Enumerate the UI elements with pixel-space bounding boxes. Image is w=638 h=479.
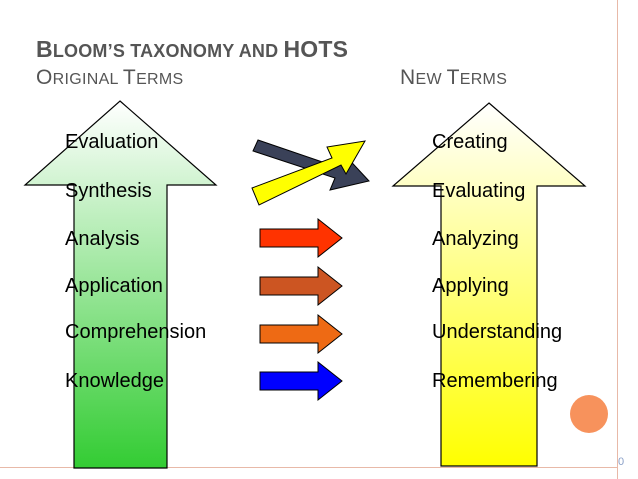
original-terms-heading-part: RIGINAL — [52, 71, 123, 88]
knowledge-to-remembering-arrow — [259, 360, 343, 402]
original-terms-up-arrow — [23, 100, 218, 469]
new-terms-heading-part: T — [446, 66, 460, 89]
new-term-creating: Creating — [432, 131, 508, 153]
new-terms-heading-part: EW — [415, 71, 447, 88]
slide-title-part: ’ — [107, 41, 113, 61]
new-term-applying: Applying — [432, 275, 509, 297]
accent-dot — [570, 395, 608, 433]
slide-title-part: HOTS — [283, 36, 349, 62]
new-terms-heading: NEW TERMS — [400, 66, 507, 90]
new-term-evaluating: Evaluating — [432, 180, 526, 202]
original-term-application: Application — [65, 275, 163, 297]
slide-frame-right-line — [617, 0, 618, 479]
original-term-synthesis: Synthesis — [65, 180, 152, 202]
slide-title-part: S TAXONOMY AND — [112, 41, 284, 61]
slide-title-part: LOOM — [52, 41, 108, 61]
original-term-evaluation: Evaluation — [65, 131, 159, 153]
slide-title: BLOOM’S TAXONOMY AND HOTS — [36, 36, 348, 63]
original-term-analysis: Analysis — [65, 228, 140, 250]
new-terms-heading-part: N — [400, 66, 416, 89]
original-terms-heading-part: O — [36, 66, 53, 89]
new-term-understanding: Understanding — [432, 321, 563, 343]
original-terms-heading: ORIGINAL TERMS — [36, 66, 184, 90]
original-term-knowledge: Knowledge — [65, 370, 164, 392]
new-term-analyzing: Analyzing — [432, 228, 519, 250]
application-to-applying-arrow — [259, 265, 343, 307]
analysis-to-analyzing-arrow — [259, 217, 343, 259]
original-terms-heading-part: ERMS — [136, 71, 184, 88]
page-number: 0 — [618, 456, 625, 468]
original-terms-heading-part: T — [122, 66, 137, 89]
new-terms-heading-part: ERMS — [459, 71, 508, 88]
slide-title-part: B — [36, 36, 53, 62]
synthesis-to-creating-arrow — [251, 140, 366, 206]
comprehension-to-understanding-arrow — [259, 313, 343, 355]
new-term-remembering: Remembering — [432, 370, 558, 392]
new-terms-up-arrow — [391, 102, 587, 467]
slide-frame-bottom-line — [0, 467, 617, 468]
original-term-comprehension: Comprehension — [65, 321, 207, 343]
